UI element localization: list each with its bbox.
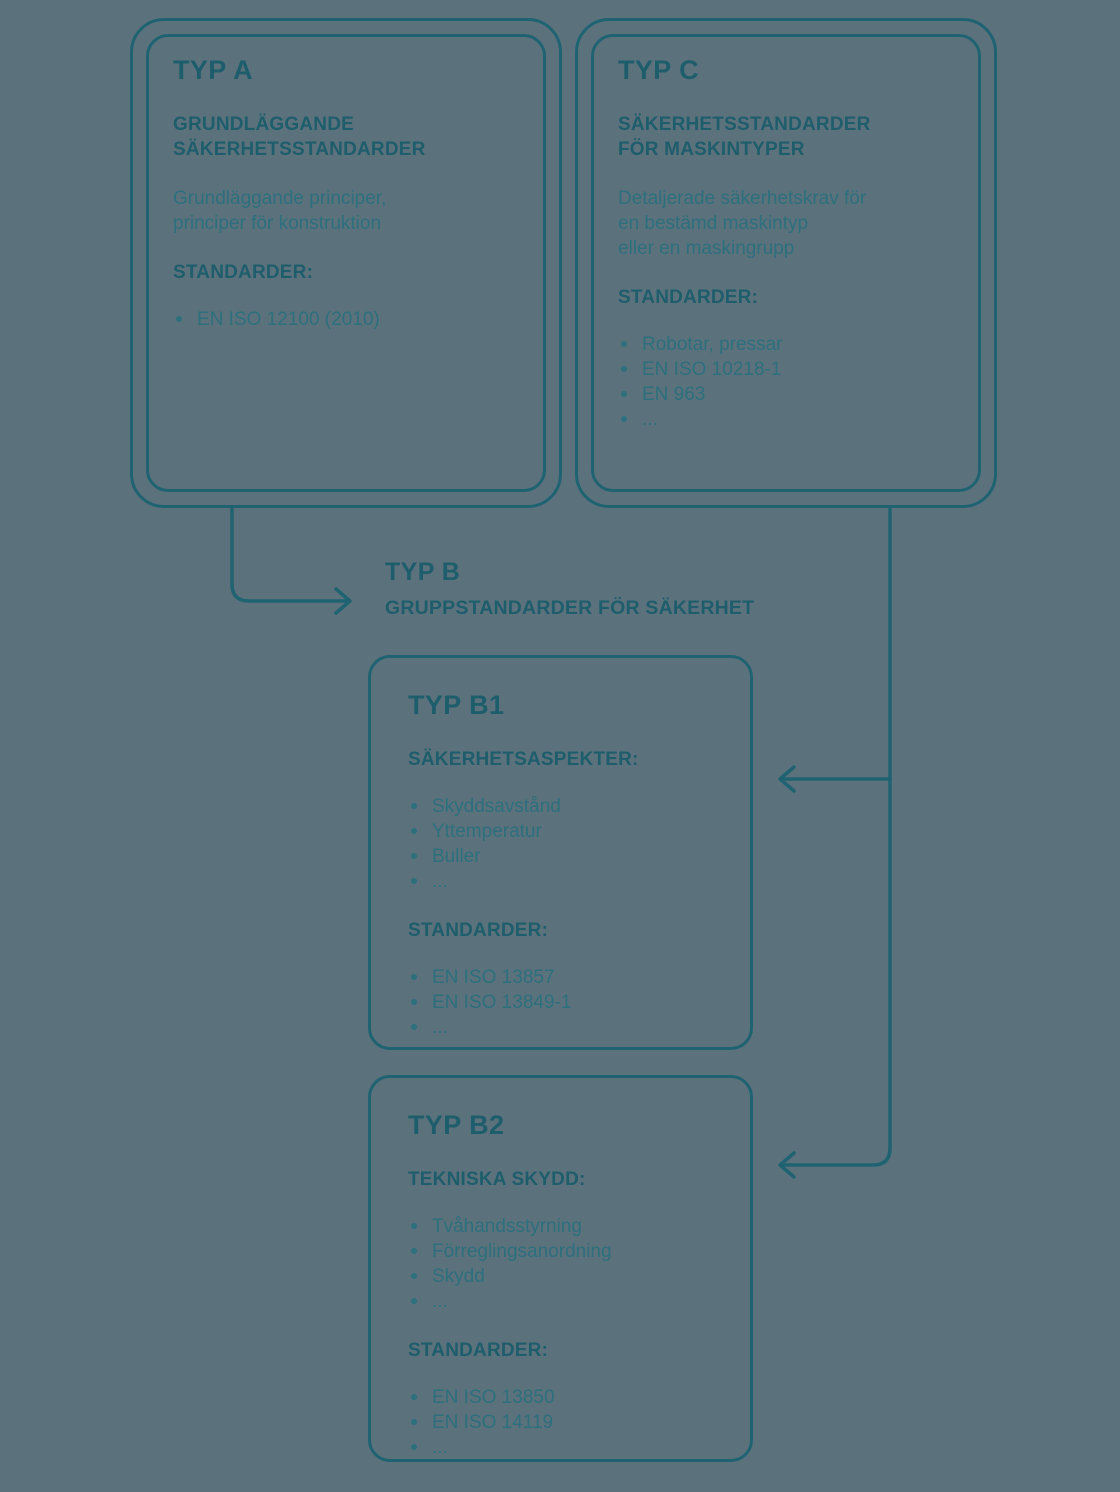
typ-a-subtitle: GRUNDLÄGGANDE SÄKERHETSSTANDARDER	[173, 112, 535, 162]
arrowhead-left-icon	[778, 1151, 796, 1179]
list-item: Skydd	[408, 1264, 726, 1289]
typ-b1-standards-label: STANDARDER:	[408, 920, 549, 941]
typ-a-title: TYP A	[173, 55, 254, 85]
list-item: Tvåhandsstyrning	[408, 1214, 726, 1239]
typ-b2-aspects-list: Tvåhandsstyrning Förreglingsanordning Sk…	[408, 1214, 726, 1314]
typ-b-title: TYP B	[385, 558, 461, 586]
list-item: ...	[618, 407, 974, 432]
list-item: ...	[408, 869, 726, 894]
list-item: EN ISO 12100 (2010)	[173, 307, 535, 332]
typ-b-subtitle: GRUPPSTANDARDER FÖR SÄKERHET	[385, 597, 755, 619]
typ-a-description-line: Grundläggande principer,	[173, 188, 387, 209]
list-item: Buller	[408, 844, 726, 869]
typ-b2-standards-label: STANDARDER:	[408, 1340, 549, 1361]
typ-b-heading: TYP B GRUPPSTANDARDER FÖR SÄKERHET	[385, 558, 754, 621]
typ-a-standards-list: EN ISO 12100 (2010)	[173, 307, 535, 332]
typ-c-subtitle-line: FÖR MASKINTYPER	[618, 139, 805, 160]
arrowhead-left-icon	[778, 765, 796, 793]
typ-a-description-line: principer för konstruktion	[173, 213, 382, 234]
connector-typ-a-to-typ-b	[230, 507, 351, 603]
typ-b1-card: TYP B1 SÄKERHETSASPEKTER: Skyddsavstånd …	[368, 655, 753, 1050]
list-item: EN ISO 10218-1	[618, 357, 974, 382]
typ-b1-aspects-label: SÄKERHETSASPEKTER:	[408, 749, 639, 770]
typ-c-description: Detaljerade säkerhetskrav för en bestämd…	[618, 186, 974, 261]
typ-b2-content: TYP B2 TEKNISKA SKYDD: Tvåhandsstyrning …	[371, 1078, 750, 1459]
typ-a-card: TYP A GRUNDLÄGGANDE SÄKERHETSSTANDARDER …	[130, 18, 562, 508]
list-item: Förreglingsanordning	[408, 1239, 726, 1264]
typ-a-description: Grundläggande principer, principer för k…	[173, 186, 535, 236]
typ-c-inner-border	[591, 34, 981, 492]
typ-c-title: TYP C	[618, 55, 700, 85]
typ-a-subtitle-line: SÄKERHETSSTANDARDER	[173, 139, 426, 160]
list-item: ...	[408, 1289, 726, 1314]
typ-a-inner-border	[146, 34, 546, 492]
list-item: EN 963	[618, 382, 974, 407]
typ-b2-title: TYP B2	[408, 1110, 505, 1140]
typ-c-content: TYP C SÄKERHETSSTANDARDER FÖR MASKINTYPE…	[578, 21, 994, 505]
typ-b1-title: TYP B1	[408, 690, 505, 720]
typ-b2-aspects-label: TEKNISKA SKYDD:	[408, 1169, 586, 1190]
list-item: EN ISO 13849-1	[408, 990, 726, 1015]
typ-c-subtitle-line: SÄKERHETSSTANDARDER	[618, 114, 871, 135]
typ-b1-content: TYP B1 SÄKERHETSASPEKTER: Skyddsavstånd …	[371, 658, 750, 1047]
list-item: ...	[408, 1015, 726, 1040]
typ-c-description-line: Detaljerade säkerhetskrav för	[618, 188, 867, 209]
typ-c-standards-list: Robotar, pressar EN ISO 10218-1 EN 963 .…	[618, 332, 974, 432]
typ-b2-standards-list: EN ISO 13850 EN ISO 14119 ...	[408, 1385, 726, 1460]
typ-b1-aspects-list: Skyddsavstånd Yttemperatur Buller ...	[408, 794, 726, 894]
typ-b1-standards-list: EN ISO 13857 EN ISO 13849-1 ...	[408, 965, 726, 1040]
typ-a-standards-label: STANDARDER:	[173, 262, 314, 283]
typ-b2-card: TYP B2 TEKNISKA SKYDD: Tvåhandsstyrning …	[368, 1075, 753, 1462]
list-item: Skyddsavstånd	[408, 794, 726, 819]
list-item: EN ISO 13850	[408, 1385, 726, 1410]
list-item: ...	[408, 1435, 726, 1460]
typ-a-subtitle-line: GRUNDLÄGGANDE	[173, 114, 354, 135]
list-item: EN ISO 13857	[408, 965, 726, 990]
connector-typ-c-to-typ-b2	[779, 507, 892, 1167]
arrowhead-right-icon	[334, 587, 352, 615]
typ-a-content: TYP A GRUNDLÄGGANDE SÄKERHETSSTANDARDER …	[133, 21, 559, 505]
typ-c-description-line: eller en maskingrupp	[618, 238, 795, 259]
typ-c-card: TYP C SÄKERHETSSTANDARDER FÖR MASKINTYPE…	[575, 18, 997, 508]
typ-c-description-line: en bestämd maskintyp	[618, 213, 809, 234]
typ-c-subtitle: SÄKERHETSSTANDARDER FÖR MASKINTYPER	[618, 112, 974, 162]
list-item: Yttemperatur	[408, 819, 726, 844]
list-item: Robotar, pressar	[618, 332, 974, 357]
list-item: EN ISO 14119	[408, 1410, 726, 1435]
typ-c-standards-label: STANDARDER:	[618, 287, 759, 308]
